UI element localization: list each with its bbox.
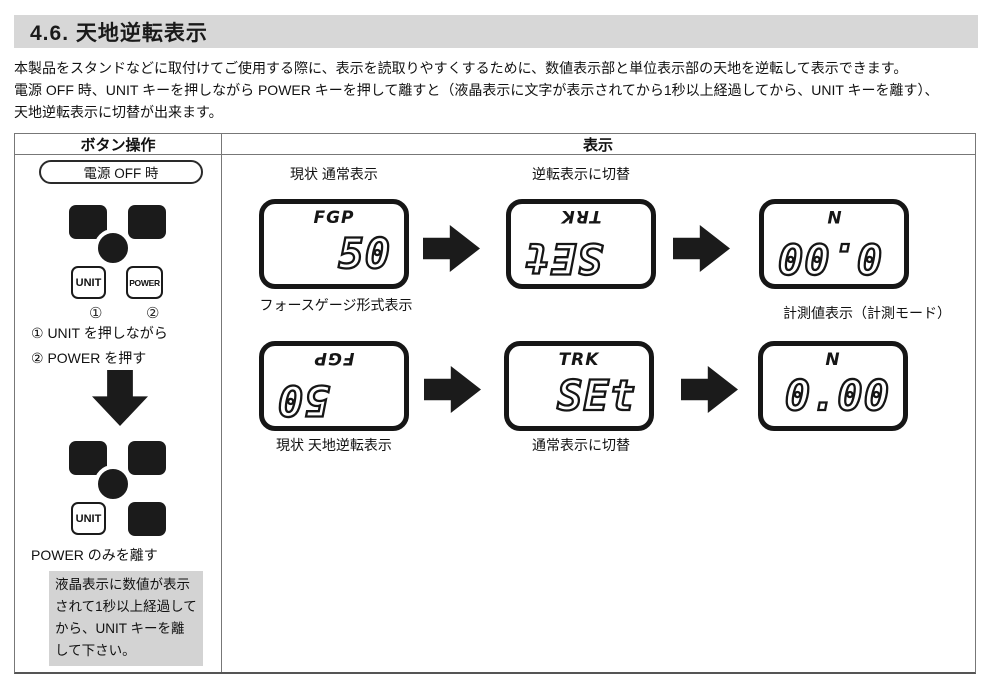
- key-top-right: [128, 441, 166, 475]
- intro-line-3: 天地逆転表示に切替が出来ます。: [14, 104, 223, 120]
- note-box: 液晶表示に数値が表示されて1秒以上経過してから、UNIT キーを離して下さい。: [49, 571, 203, 666]
- intro-line-2: 電源 OFF 時、UNIT キーを押しながら POWER キーを押して離すと（液…: [14, 82, 939, 98]
- unit-key: UNIT: [71, 502, 106, 535]
- step-marker-2: ②: [146, 305, 160, 322]
- keypad-diagram-press: UNIT POWER: [69, 205, 166, 300]
- power-off-state-badge: 電源 OFF 時: [39, 160, 203, 184]
- lcd-switched-normal: TRK SEt: [504, 341, 654, 431]
- lcd-digit-text-inverted: 0.00: [776, 233, 883, 284]
- center-knob: [94, 465, 132, 503]
- lcd-unit-text: N: [825, 350, 841, 370]
- step-marker-1: ①: [89, 305, 103, 322]
- unit-key: UNIT: [71, 266, 106, 299]
- lcd-digit-text: 0.00: [784, 370, 890, 420]
- lcd-digit-text-inverted: 50: [276, 375, 331, 426]
- section-title-bar: 4.6. 天地逆転表示: [14, 15, 978, 48]
- lcd-digit-text: 50: [337, 228, 391, 278]
- keypad-diagram-release: UNIT: [69, 441, 166, 536]
- lcd-inverted-measure: N 0.00: [759, 199, 909, 289]
- lcd-current-normal: FGP 50: [259, 199, 409, 289]
- intro-paragraph: 本製品をスタンドなどに取付けてご使用する際に、表示を読取りやすくするために、数値…: [14, 57, 989, 123]
- power-off-state-label: 電源 OFF 時: [83, 166, 159, 181]
- page-title: 4.6. 天地逆転表示: [30, 21, 208, 45]
- lcd-unit-text-inverted: TRK: [560, 206, 602, 226]
- header-divider: [15, 154, 975, 155]
- release-power-text: POWER のみを離す: [31, 547, 158, 563]
- caption-measure-mode: 計測値表示（計測モード）: [783, 305, 951, 321]
- arrow-down-icon: [92, 370, 148, 426]
- operation-display-table: ボタン操作 表示 電源 OFF 時 UNIT POWER ① ② ① UNIT …: [14, 133, 976, 674]
- caption-switch-inverted: 逆転表示に切替: [532, 166, 630, 182]
- lcd-digit-text-inverted: SEt: [523, 233, 604, 284]
- lcd-digit-text: SEt: [556, 370, 636, 420]
- column-divider: [221, 134, 222, 672]
- center-knob: [94, 229, 132, 267]
- intro-line-1: 本製品をスタンドなどに取付けてご使用する際に、表示を読取りやすくするために、数値…: [14, 60, 908, 76]
- unit-key-label: UNIT: [75, 512, 102, 525]
- lcd-unit-text: FGP: [313, 208, 355, 228]
- arrow-right-icon: [673, 225, 730, 272]
- key-bottom-right: [128, 502, 166, 536]
- column-header-display: 表示: [582, 136, 613, 154]
- step-1-text: ① UNIT を押しながら: [31, 325, 168, 341]
- column-header-operation: ボタン操作: [80, 136, 156, 154]
- arrow-right-icon: [424, 366, 481, 413]
- caption-switch-normal: 通常表示に切替: [532, 437, 630, 453]
- unit-key-label: UNIT: [75, 276, 102, 289]
- step-2-text: ② POWER を押す: [31, 350, 147, 366]
- lcd-current-inverted: FGP 50: [259, 341, 409, 431]
- caption-forcegauge-format: フォースゲージ形式表示: [259, 297, 413, 313]
- lcd-unit-text-inverted: FGP: [313, 348, 355, 368]
- key-top-right: [128, 205, 166, 239]
- power-key-label: POWER: [129, 277, 160, 288]
- lcd-unit-text: TRK: [558, 350, 600, 370]
- lcd-normal-measure: N 0.00: [758, 341, 908, 431]
- arrow-right-icon: [681, 366, 738, 413]
- caption-current-normal: 現状 通常表示: [290, 166, 378, 182]
- lcd-switched-inverted: TRK SEt: [506, 199, 656, 289]
- power-key: POWER: [126, 266, 163, 299]
- lcd-unit-text-inverted: N: [826, 206, 842, 226]
- caption-current-inverted: 現状 天地逆転表示: [276, 437, 392, 453]
- arrow-right-icon: [423, 225, 480, 272]
